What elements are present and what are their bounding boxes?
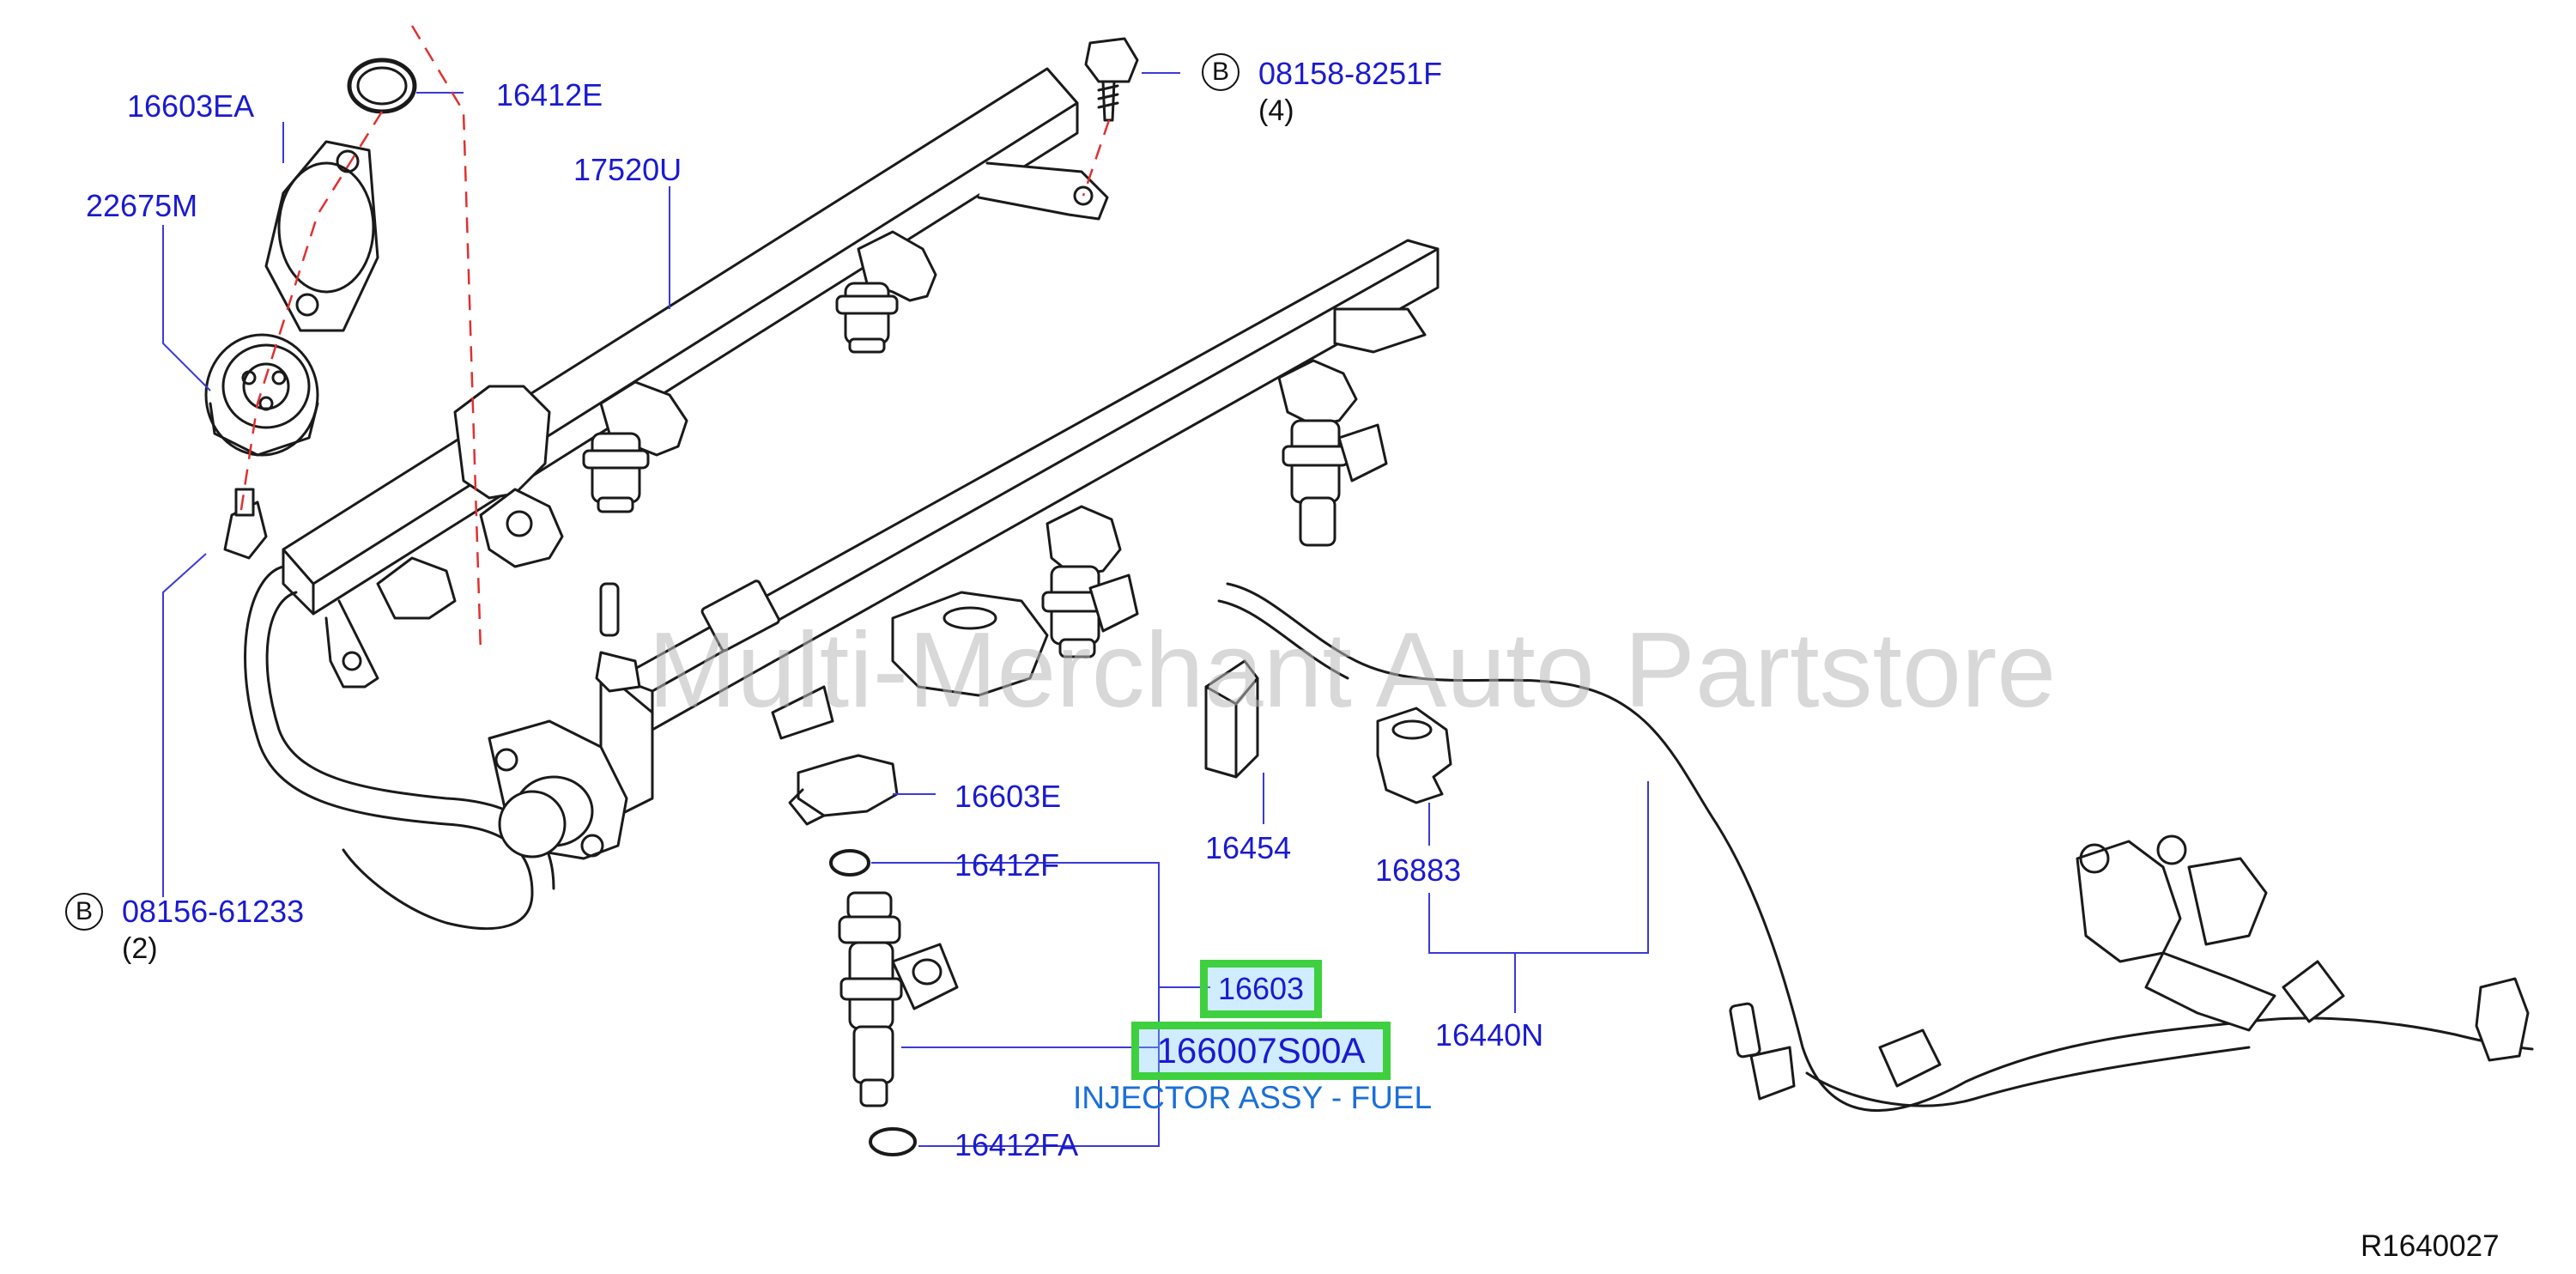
bolt-08158 <box>1084 37 1139 122</box>
callout-17520u[interactable]: 17520U <box>573 152 682 187</box>
callout-08156-61233[interactable]: 08156-61233 <box>122 894 305 929</box>
centerlines <box>239 25 1111 653</box>
reference-code: R1640027 <box>2361 1229 2500 1263</box>
leader-lines <box>162 72 1649 1147</box>
qty-08158: (4) <box>1258 94 1294 127</box>
watermark: Multi-Merchant Auto Partstore <box>648 611 2057 730</box>
callout-166007s00a: 166007S00A <box>1156 1030 1366 1071</box>
badge-b-08158: B <box>1202 53 1240 91</box>
injector-166007s00a <box>838 891 959 1107</box>
callout-16454[interactable]: 16454 <box>1205 830 1292 865</box>
regulator-22675m <box>204 333 319 457</box>
callout-16603: 16603 <box>1217 971 1305 1006</box>
callout-22675m[interactable]: 22675M <box>86 188 198 223</box>
lower-injectors <box>771 359 1388 740</box>
callout-16603ea[interactable]: 16603EA <box>127 88 255 124</box>
clamp-16603e <box>788 754 899 826</box>
callout-16883[interactable]: 16883 <box>1375 852 1462 888</box>
hose-connectors <box>1729 834 2530 1101</box>
highlight-16603[interactable]: 16603 <box>1200 960 1322 1018</box>
lower-fuel-rail <box>599 239 1440 817</box>
gasket-16603ea <box>264 140 379 332</box>
callout-16412e[interactable]: 16412E <box>496 77 603 112</box>
o-ring-16412fa <box>869 1127 917 1156</box>
clip-16883 <box>1376 707 1452 804</box>
callout-16412f[interactable]: 16412F <box>955 847 1060 883</box>
highlight-166007s00a[interactable]: 166007S00A <box>1131 1022 1391 1080</box>
bolt-08156 <box>223 488 268 560</box>
upper-injectors <box>376 230 937 620</box>
callout-16440n[interactable]: 16440N <box>1435 1017 1544 1053</box>
badge-b-08156: B <box>65 893 103 931</box>
o-ring-16412f <box>829 849 870 877</box>
qty-08156: (2) <box>122 932 158 965</box>
part-description: INJECTOR ASSY - FUEL <box>1073 1080 1433 1115</box>
callout-16412fa[interactable]: 16412FA <box>955 1127 1079 1162</box>
callout-16603e[interactable]: 16603E <box>955 779 1062 814</box>
clip-16454 <box>1204 659 1259 779</box>
fuel-damper-assembly <box>488 582 641 860</box>
callout-08158-8251f[interactable]: 08158-8251F <box>1258 56 1443 91</box>
